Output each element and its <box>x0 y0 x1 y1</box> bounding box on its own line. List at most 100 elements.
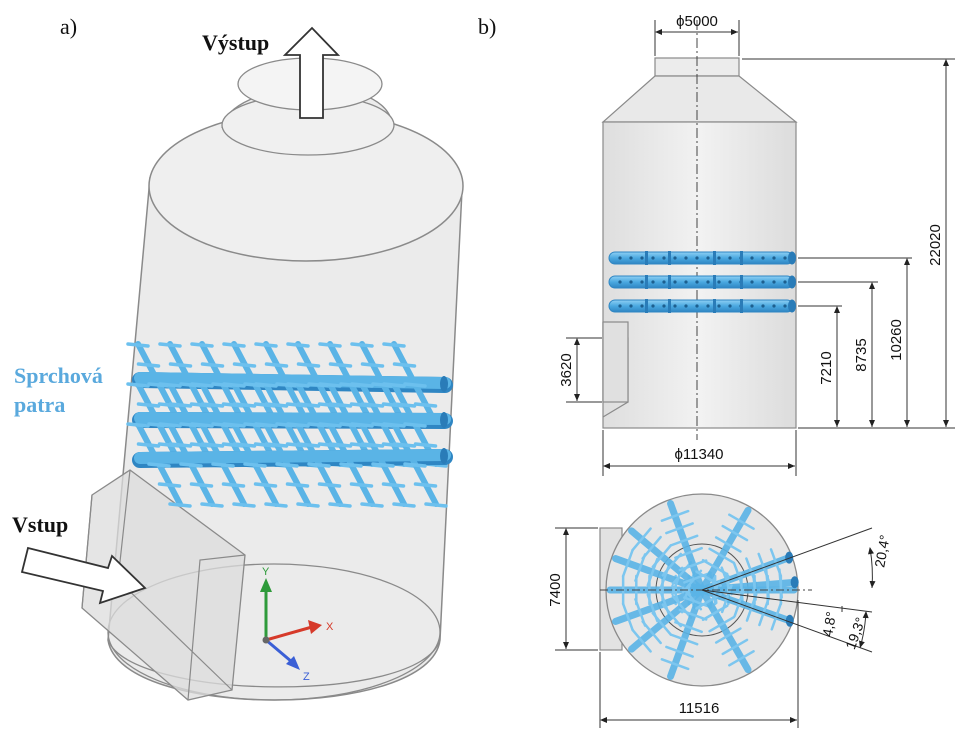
spray-label-line1: Sprchová <box>14 363 103 388</box>
panel-a-label: a) <box>60 14 77 39</box>
nozzle-stub <box>392 362 417 368</box>
pipe-flange <box>740 275 743 289</box>
nozzle-stub <box>264 402 289 408</box>
inlet-duct <box>81 469 246 701</box>
nozzle-dot <box>629 304 633 308</box>
nozzle-stub <box>424 502 448 508</box>
nozzle-stub <box>136 362 161 368</box>
plan-pipe-outlet <box>790 576 799 589</box>
plan-lateral <box>770 601 783 631</box>
nozzle-stub <box>339 462 363 468</box>
nozzle-stub <box>328 502 352 508</box>
plan-lateral <box>621 548 634 578</box>
plan-lateral <box>665 522 694 535</box>
elevation-pipe-body <box>608 251 794 265</box>
nozzle-dot <box>761 256 765 260</box>
plan-lateral <box>651 611 672 636</box>
elevation-pipe-body <box>608 299 794 313</box>
nozzle-dot <box>629 280 633 284</box>
plan-lateral <box>665 645 694 658</box>
plan-pipe-outlet <box>785 551 794 564</box>
nozzle-dot <box>640 304 644 308</box>
plan-header-pipe <box>667 500 706 594</box>
nozzle-stub <box>158 382 182 388</box>
nozzle-stub <box>381 482 406 488</box>
inlet-label: Vstup <box>12 512 68 537</box>
nozzle-dot <box>783 304 787 308</box>
nozzle-dot <box>750 256 754 260</box>
panel-b-label: b) <box>478 14 496 39</box>
pipe-flange <box>713 299 716 313</box>
pipe-flange <box>668 299 671 313</box>
nozzle-stub <box>179 462 203 468</box>
nozzle-dot <box>706 280 710 284</box>
plan-lateral <box>641 620 662 645</box>
plan-lateral <box>621 602 634 632</box>
nozzle-dot <box>673 304 677 308</box>
nozzle-stub <box>360 362 385 368</box>
dim-top-diameter-text: ϕ5000 <box>676 13 718 30</box>
nozzle-dot <box>673 280 677 284</box>
nozzle-stub <box>254 422 278 428</box>
panel-a: a) Výstup Vstup Sprchov <box>12 14 464 701</box>
plan-lateral <box>641 535 662 560</box>
plan-lateral <box>714 536 742 553</box>
nozzle-stub <box>254 382 278 388</box>
pipe-flange <box>668 251 671 265</box>
nozzle-stub <box>382 342 406 348</box>
dim-top-diameter: ϕ5000 <box>654 13 740 56</box>
nozzle-stub <box>126 422 150 428</box>
nozzle-dot <box>629 256 633 260</box>
nozzle-dot <box>662 256 666 260</box>
nozzle-dot <box>772 256 776 260</box>
nozzle-dot <box>761 280 765 284</box>
angle-small-text: 4,8° <box>819 610 839 637</box>
plan-lateral <box>695 570 722 587</box>
nozzle-stub <box>275 462 299 468</box>
nozzle-stub <box>126 382 150 388</box>
nozzle-stub <box>350 382 374 388</box>
nozzle-stub <box>403 462 427 468</box>
plan-lateral <box>701 558 729 576</box>
pipe-flange <box>645 299 648 313</box>
plan-lateral <box>721 524 749 542</box>
nozzle-stub <box>158 422 182 428</box>
nozzle-stub <box>200 442 225 448</box>
plan-lateral <box>674 621 703 634</box>
nozzle-dot <box>695 256 699 260</box>
dim-plan-width: 11516 <box>599 600 799 728</box>
nozzle-dot <box>728 304 732 308</box>
dim-level-top-text: 10260 <box>888 319 905 361</box>
dim-shell-diameter-text: ϕ11340 <box>675 446 724 463</box>
nozzle-stub <box>392 402 417 408</box>
pipe-end-cap <box>440 412 448 428</box>
nozzle-stub <box>190 382 214 388</box>
nozzle-stub <box>318 342 342 348</box>
nozzle-stub <box>232 502 256 508</box>
nozzle-stub <box>222 422 246 428</box>
nozzle-stub <box>285 482 310 488</box>
plan-lateral <box>728 513 755 530</box>
nozzle-stub <box>190 422 214 428</box>
nozzle-dot <box>618 280 622 284</box>
nozzle-stub <box>328 402 353 408</box>
dim-level-low-text: 7210 <box>818 351 835 384</box>
plan-lateral <box>631 527 652 552</box>
angle-bottom-text: 19,3° <box>842 615 868 651</box>
nozzle-dot <box>673 256 677 260</box>
pipe-flange <box>740 299 743 313</box>
nozzle-dot <box>717 304 721 308</box>
nozzle-stub <box>264 502 288 508</box>
plan-lateral <box>651 544 672 569</box>
nozzle-stub <box>222 382 246 388</box>
spray-label-line2: patra <box>14 392 65 417</box>
elevation-spray-pipes <box>608 251 796 313</box>
nozzle-stub <box>147 462 171 468</box>
nozzle-dot <box>750 304 754 308</box>
nozzle-stub <box>360 442 385 448</box>
dim-total-height: 22020 <box>742 58 955 429</box>
nozzle-stub <box>190 342 214 348</box>
nozzle-stub <box>168 442 193 448</box>
elevation-pipe-2 <box>608 275 796 289</box>
